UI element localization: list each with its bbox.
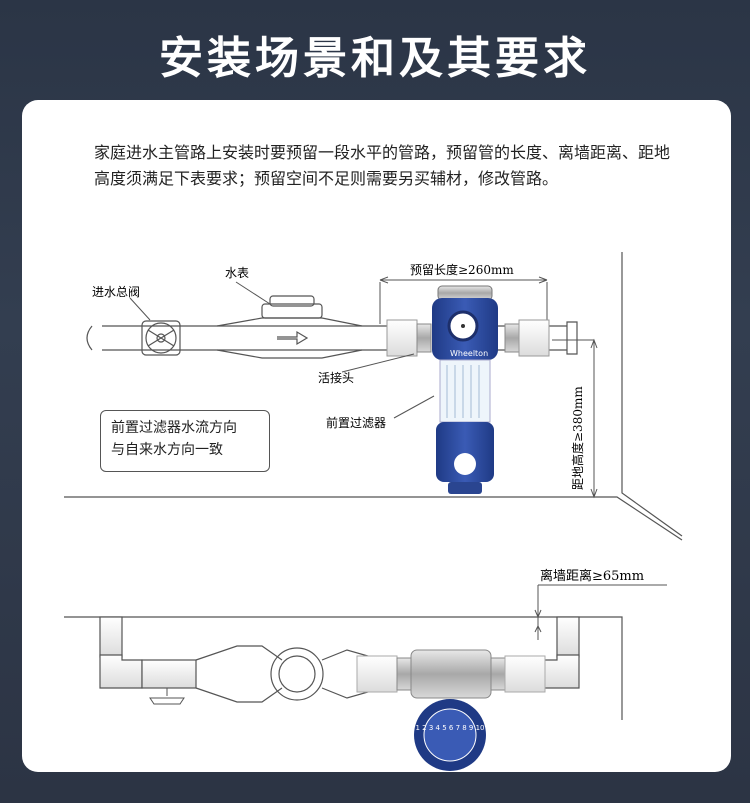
prefilter-unit: Wheelton [432, 285, 498, 494]
brand-label: Wheelton [450, 349, 488, 358]
floor-line [64, 496, 683, 541]
prefilter-label: 前置过滤器 [326, 415, 386, 430]
union-label: 活接头 [318, 370, 354, 385]
installation-diagram: 进水总阀 水表 预留长度≥260mm 活接头 [64, 252, 683, 771]
wall-distance-label: 离墙距离≥65mm [540, 568, 644, 584]
valve-handle [149, 688, 185, 705]
ground-height-label: 距地高度≥380mm [570, 386, 585, 490]
union-fittings [386, 319, 550, 357]
wall-distance-dimension [534, 584, 667, 640]
dial-numbers: 12 1 2 3 4 5 6 7 8 9 10 11 [404, 724, 495, 732]
wall-line-top-view [64, 616, 623, 720]
ground-height-dimension [552, 338, 598, 499]
wall-line [621, 252, 683, 537]
diagram-card: 家庭进水主管路上安装时要预留一段水平的管路，预留管的长度、离墙距离、距地高度须满… [22, 100, 731, 772]
flow-direction-note: 前置过滤器水流方向 与自来水方向一致 [100, 410, 270, 472]
water-meter [216, 295, 363, 359]
top-view-pipes [99, 616, 580, 703]
main-valve [141, 320, 181, 356]
top-view-filter: 12 1 2 3 4 5 6 7 8 9 10 11 [356, 649, 546, 771]
note-line-2: 与自来水方向一致 [111, 442, 223, 458]
reserved-length-label: 预留长度≥260mm [410, 262, 514, 277]
note-line-1: 前置过滤器水流方向 [111, 420, 237, 436]
reserved-length-dimension [379, 276, 548, 324]
water-meter-label: 水表 [225, 266, 249, 280]
page-title: 安装场景和及其要求 [159, 33, 591, 84]
main-valve-label: 进水总阀 [92, 285, 140, 299]
intro-text: 家庭进水主管路上安装时要预留一段水平的管路，预留管的长度、离墙距离、距地高度须满… [94, 143, 671, 188]
